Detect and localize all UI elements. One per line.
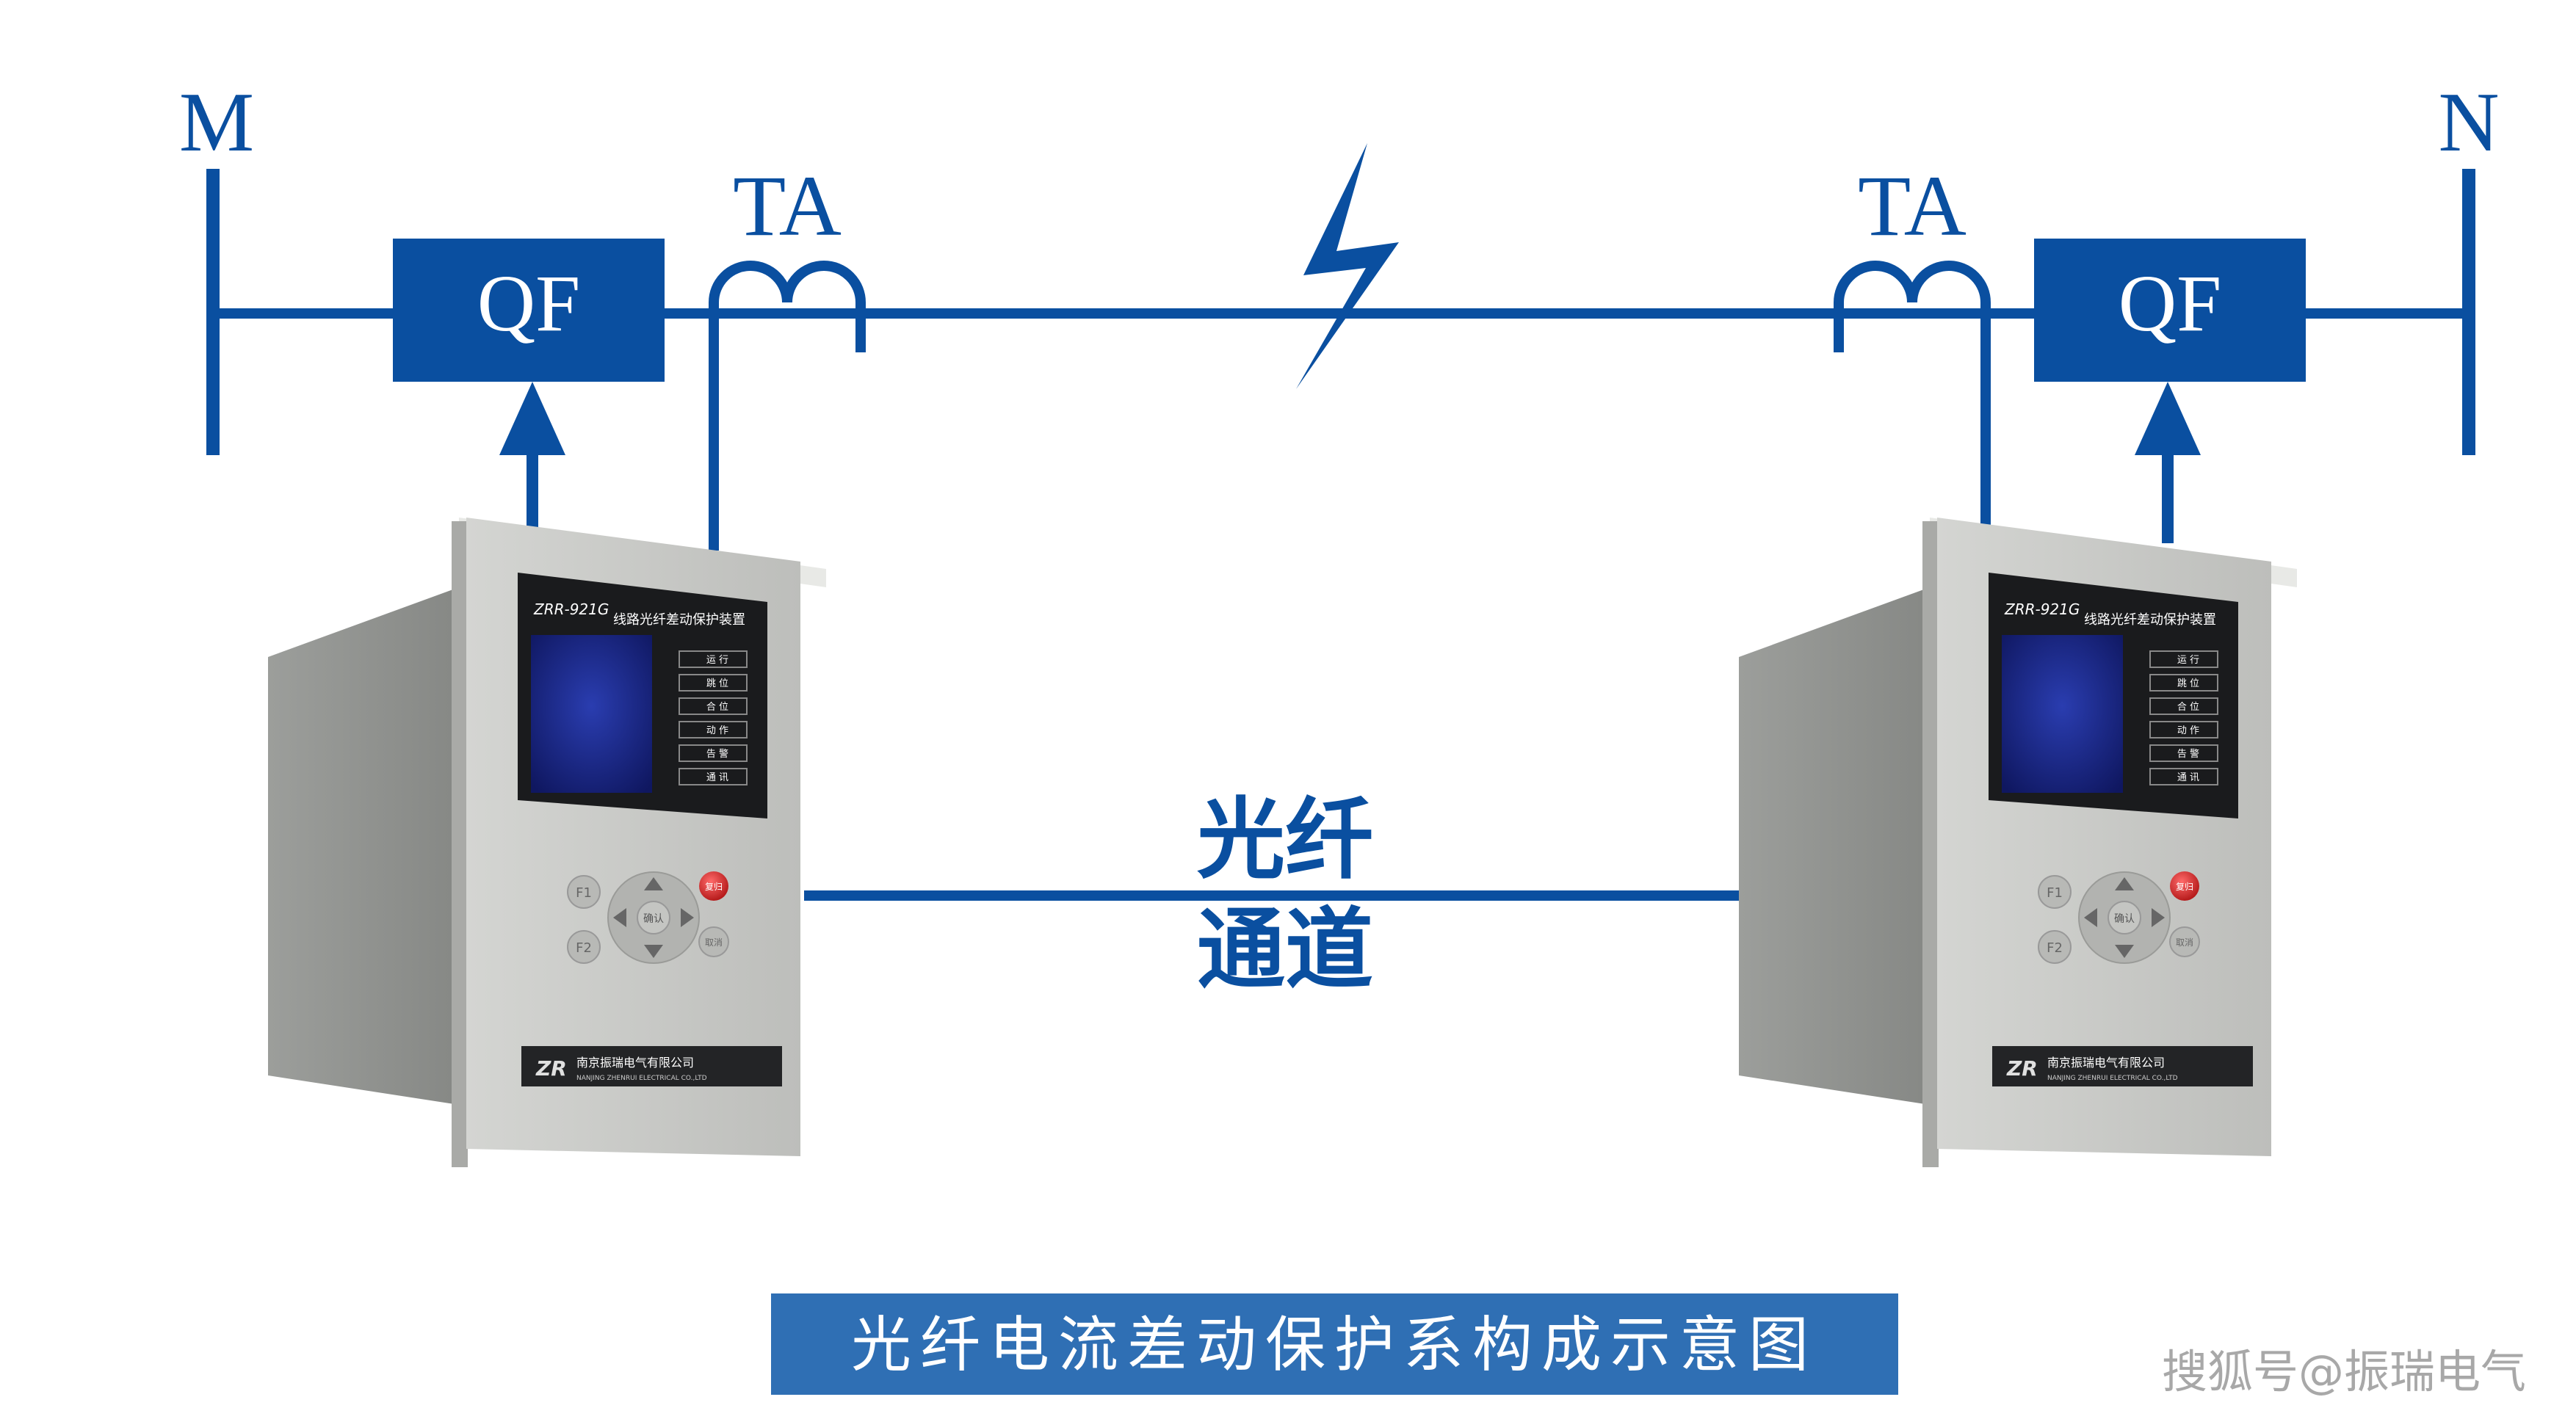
- protection-device-right: ZRR-921G 线路光纤差动保护装置 运 行 跳 位 合 位 动 作 告 警 …: [1739, 518, 2297, 1167]
- lightning-bolt-icon: [1296, 143, 1399, 389]
- maker-name-cn: 南京振瑞电气有限公司: [2047, 1056, 2165, 1070]
- indicator-led: [2149, 768, 2218, 785]
- maker-name-cn: 南京振瑞电气有限公司: [576, 1056, 694, 1070]
- device-side-panel: [1739, 587, 1930, 1105]
- maker-plate: [521, 1046, 782, 1086]
- f1-key[interactable]: [567, 875, 601, 909]
- device-name-label: 线路光纤差动保护装置: [613, 612, 745, 628]
- indicator-list: 运 行 跳 位 合 位 动 作 告 警 通 讯: [679, 650, 748, 785]
- caption-banner: [771, 1293, 1898, 1395]
- reset-key[interactable]: [699, 871, 728, 901]
- arrow-left-icon[interactable]: [2084, 908, 2097, 927]
- indicator-led: [679, 697, 748, 715]
- maker-logo: ZR: [2006, 1056, 2038, 1081]
- trip-arrow-right-icon: [2135, 382, 2201, 455]
- arrow-right-icon[interactable]: [681, 908, 694, 927]
- channel-label-line2: 通道: [1197, 899, 1373, 1001]
- lcd-screen: [531, 635, 652, 793]
- breaker-left: [393, 239, 665, 382]
- f2-key-label: F2: [2047, 940, 2063, 956]
- cancel-key-label: 取消: [705, 937, 723, 948]
- reset-key-label: 复归: [705, 882, 723, 892]
- bus-label-m: M: [179, 76, 254, 169]
- arrow-right-icon[interactable]: [2152, 908, 2165, 927]
- bus-label-n: N: [2438, 76, 2499, 169]
- indicator-led: [679, 674, 748, 692]
- current-transformer-left-symbol: [709, 261, 866, 352]
- device-model-label: ZRR-921G: [2004, 600, 2080, 618]
- arrow-left-icon[interactable]: [613, 908, 626, 927]
- f2-key[interactable]: [567, 930, 601, 964]
- f1-key-label: F1: [2047, 885, 2063, 901]
- cancel-key[interactable]: [2169, 926, 2200, 957]
- maker-plate: [1992, 1046, 2253, 1086]
- indicator-led: [679, 721, 748, 738]
- indicator-label: 合 位: [2177, 702, 2199, 713]
- current-transformer-right-symbol: [1834, 261, 1991, 352]
- device-flange: [452, 521, 468, 1167]
- indicator-label: 动 作: [2177, 725, 2199, 736]
- indicator-led: [2149, 674, 2218, 692]
- reset-key-label: 复归: [2176, 882, 2193, 892]
- maker-name-en: NANJING ZHENRUI ELECTRICAL CO.,LTD: [576, 1075, 707, 1082]
- indicator-led: [2149, 744, 2218, 762]
- enter-key[interactable]: [637, 901, 670, 934]
- device-name-label: 线路光纤差动保护装置: [2084, 612, 2216, 628]
- indicator-led: [2149, 721, 2218, 738]
- indicator-label: 通 讯: [2177, 772, 2199, 783]
- protection-device-left: ZRR-921G 线路光纤差动保护装置 运 行 跳 位 合 位 动 作 告 警 …: [268, 518, 826, 1167]
- reset-key[interactable]: [2170, 871, 2199, 901]
- f1-key-label: F1: [576, 885, 592, 901]
- trip-arrow-left-icon: [499, 382, 565, 455]
- indicator-led: [679, 768, 748, 785]
- indicator-label: 运 行: [2177, 655, 2199, 666]
- channel-label-line1: 光纤: [1197, 789, 1373, 891]
- f2-key[interactable]: [2038, 930, 2072, 964]
- lcd-screen: [2002, 635, 2123, 793]
- arrow-up-icon[interactable]: [644, 877, 663, 890]
- indicator-led: [679, 650, 748, 668]
- arrow-down-icon[interactable]: [2115, 945, 2134, 958]
- maker-name-en: NANJING ZHENRUI ELECTRICAL CO.,LTD: [2047, 1075, 2178, 1082]
- keypad: F1 F2 确认 复归 取消: [567, 871, 729, 964]
- arrow-up-icon[interactable]: [2115, 877, 2134, 890]
- indicator-label: 跳 位: [706, 678, 728, 689]
- ct-label-right: TA: [1858, 158, 1967, 254]
- indicator-led: [2149, 650, 2218, 668]
- indicator-label: 合 位: [706, 702, 728, 713]
- device-flange: [1922, 521, 1939, 1167]
- breaker-right-label: QF: [2119, 258, 2222, 348]
- cancel-key[interactable]: [698, 926, 729, 957]
- indicator-label: 动 作: [706, 725, 728, 736]
- keypad: F1 F2 确认 复归 取消: [2038, 871, 2200, 964]
- f2-key-label: F2: [576, 940, 592, 956]
- indicator-label: 通 讯: [706, 772, 728, 783]
- ct-label-left: TA: [733, 158, 842, 254]
- indicator-led: [679, 744, 748, 762]
- arrow-down-icon[interactable]: [644, 945, 663, 958]
- watermark: 搜狐号@振瑞电气: [2162, 1345, 2526, 1398]
- caption-text: 光纤电流差动保护系构成示意图: [851, 1310, 1817, 1380]
- indicator-label: 告 警: [2177, 748, 2199, 760]
- indicator-list: 运 行 跳 位 合 位 动 作 告 警 通 讯: [2149, 650, 2218, 785]
- maker-logo: ZR: [535, 1056, 567, 1081]
- indicator-label: 运 行: [706, 655, 728, 666]
- indicator-led: [2149, 697, 2218, 715]
- breaker-right: [2034, 239, 2306, 382]
- enter-key[interactable]: [2108, 901, 2141, 934]
- indicator-label: 跳 位: [2177, 678, 2199, 689]
- enter-key-label: 确认: [2114, 913, 2135, 925]
- breaker-left-label: QF: [477, 258, 581, 348]
- device-model-label: ZRR-921G: [533, 600, 609, 618]
- f1-key[interactable]: [2038, 875, 2072, 909]
- device-side-panel: [268, 587, 459, 1105]
- enter-key-label: 确认: [643, 913, 664, 925]
- cancel-key-label: 取消: [2176, 937, 2193, 948]
- indicator-label: 告 警: [706, 748, 728, 760]
